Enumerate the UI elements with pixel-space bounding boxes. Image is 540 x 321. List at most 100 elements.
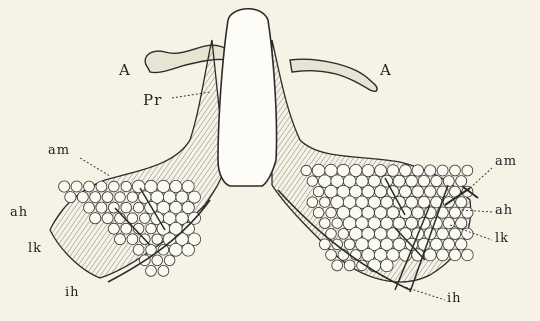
- central-cavity: [218, 9, 277, 186]
- fat-lobule: [77, 192, 88, 203]
- fat-lobule: [313, 186, 323, 196]
- fat-lobule: [338, 229, 349, 240]
- fat-lobule: [313, 207, 324, 218]
- fat-lobule: [102, 192, 113, 203]
- fat-lobule: [102, 213, 113, 224]
- fat-lobule: [450, 165, 461, 176]
- fat-lobule: [381, 259, 394, 272]
- label-ah-left: ah: [10, 206, 28, 219]
- fat-lobule: [146, 224, 156, 234]
- fat-lobule: [182, 244, 195, 257]
- fat-lobule: [462, 165, 473, 176]
- fat-lobule: [164, 255, 175, 266]
- fat-lobule: [368, 175, 380, 187]
- fat-lobule: [443, 239, 455, 251]
- fat-lobule: [121, 181, 131, 191]
- fat-lobule: [71, 181, 82, 192]
- label-A-right: A: [380, 63, 392, 78]
- fat-lobule: [431, 238, 443, 250]
- fat-lobule: [344, 260, 355, 271]
- label-am-right: am: [495, 155, 517, 168]
- fat-lobule: [425, 165, 436, 176]
- label-ih-right: ih: [447, 292, 462, 305]
- label-A-left: A: [119, 63, 131, 78]
- label-am-left: am: [48, 144, 70, 157]
- fat-lobule: [307, 176, 317, 186]
- fat-lobule: [96, 181, 107, 192]
- label-ah-right: ah: [495, 204, 513, 217]
- fat-lobule: [301, 165, 311, 175]
- fat-lobule: [152, 255, 163, 266]
- right-appendage: [290, 59, 377, 91]
- fat-lobule: [375, 165, 387, 177]
- fat-lobule: [133, 202, 143, 212]
- fat-lobule: [462, 207, 473, 218]
- fat-lobule: [449, 249, 461, 261]
- fat-lobule: [84, 181, 95, 192]
- fat-lobule: [400, 186, 412, 198]
- fat-lobule: [393, 238, 405, 250]
- fat-lobule: [320, 218, 331, 229]
- label-lk-left: lk: [28, 242, 42, 255]
- fat-lobule: [319, 239, 330, 250]
- fat-lobule: [133, 244, 144, 255]
- fat-lobule: [437, 249, 449, 261]
- fat-lobule: [146, 266, 157, 277]
- fat-lobule: [368, 259, 381, 272]
- fat-lobule: [406, 175, 418, 187]
- fat-lobule: [121, 202, 132, 213]
- fat-lobule: [381, 196, 393, 208]
- fat-lobule: [462, 249, 474, 261]
- fat-lobule: [90, 192, 101, 203]
- fat-lobule: [393, 217, 405, 229]
- fat-lobule: [350, 164, 362, 176]
- fat-lobule: [109, 181, 120, 192]
- fat-lobule: [381, 217, 393, 229]
- fat-lobule: [90, 213, 101, 224]
- fat-lobule: [418, 196, 430, 208]
- label-lk-right: lk: [495, 232, 509, 245]
- fat-lobule: [431, 176, 442, 187]
- fat-lobule: [332, 260, 343, 271]
- fat-lobule: [462, 228, 473, 239]
- fat-lobule: [437, 228, 449, 240]
- fat-lobule: [412, 165, 423, 176]
- fat-lobule: [152, 234, 162, 244]
- fat-lobule: [449, 207, 460, 218]
- fat-lobule: [127, 192, 137, 202]
- fat-lobule: [400, 165, 412, 177]
- fat-lobule: [456, 197, 467, 208]
- fat-lobule: [182, 181, 194, 193]
- fat-lobule: [425, 186, 436, 197]
- fat-lobule: [326, 208, 336, 218]
- fat-lobule: [387, 165, 399, 177]
- fat-lobule: [406, 196, 418, 208]
- fat-lobule: [412, 186, 424, 198]
- fat-lobule: [362, 186, 374, 198]
- fat-lobule: [65, 192, 76, 203]
- fat-lobule: [127, 234, 138, 245]
- fat-lobule: [412, 207, 424, 219]
- fat-lobule: [84, 202, 95, 213]
- fat-lobule: [108, 223, 119, 234]
- fat-lobule: [170, 180, 182, 192]
- fat-lobule: [115, 192, 126, 203]
- fat-lobule: [424, 249, 436, 261]
- fat-lobule: [443, 218, 454, 229]
- fat-lobule: [456, 176, 467, 187]
- fat-lobule: [443, 176, 454, 187]
- fat-lobule: [182, 202, 194, 214]
- label-Pr: Pr: [143, 93, 162, 108]
- fat-lobule: [362, 165, 374, 177]
- fat-lobule: [115, 234, 126, 245]
- fat-lobule: [456, 218, 467, 229]
- fat-lobule: [344, 239, 355, 250]
- fat-lobule: [406, 217, 418, 229]
- fat-lobule: [449, 228, 460, 239]
- fat-lobule: [158, 266, 169, 277]
- fat-lobule: [307, 197, 318, 208]
- fat-lobule: [456, 239, 467, 250]
- fat-lobule: [59, 181, 70, 192]
- fat-lobule: [320, 197, 330, 207]
